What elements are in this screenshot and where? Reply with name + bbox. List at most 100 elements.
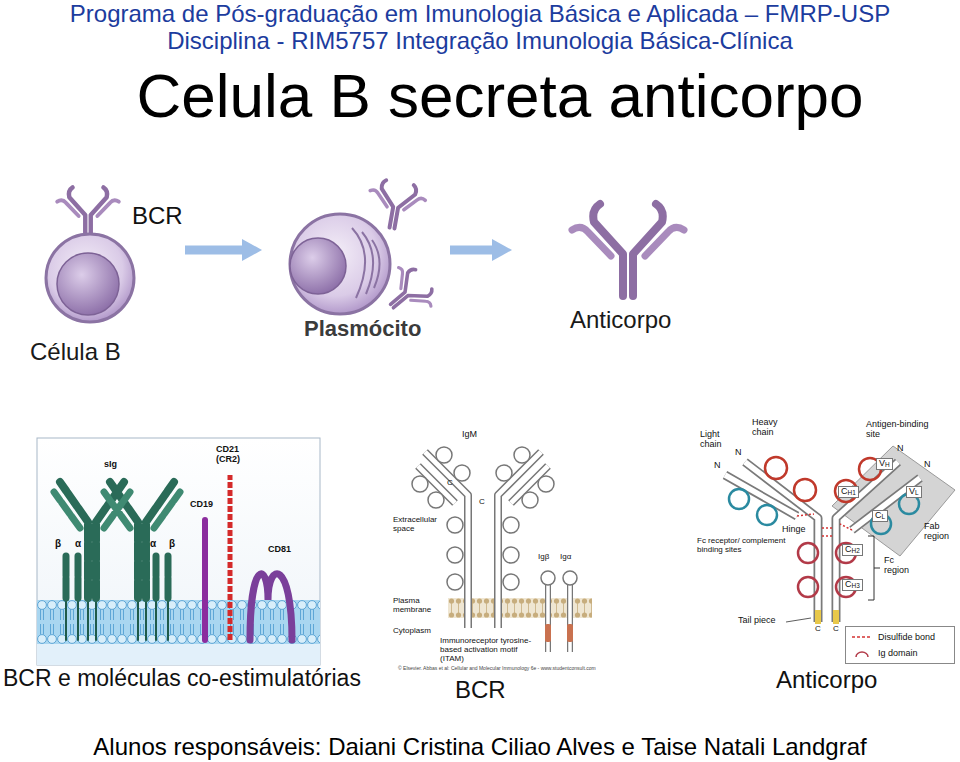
terminus-label: N [924, 460, 931, 470]
domain-sample [856, 652, 868, 657]
igm-bcr-drawing [428, 492, 444, 508]
site-label: Antigen-binding site [866, 420, 936, 440]
antibody-structure-drawing [765, 457, 787, 479]
disulfide-sample [852, 636, 872, 638]
igm-bcr-drawing [454, 465, 470, 481]
igm-bcr-drawing [548, 578, 570, 652]
antibody-structure-drawing [786, 618, 811, 622]
region-label: Fab region [924, 522, 956, 542]
terminus-label: C [833, 625, 839, 634]
b-cell-drawing [46, 234, 134, 322]
antibody-structure-drawing [757, 505, 777, 525]
chain-label: β [55, 538, 61, 549]
header-line: Programa de Pós-graduação em Imunologia … [0, 0, 960, 28]
cell-name: Anticorpo [570, 306, 671, 334]
part-label: Tail piece [738, 616, 776, 626]
igm-bcr-drawing [436, 447, 452, 463]
plasma-cell-drawing [352, 228, 365, 298]
molecule-label: CD19 [190, 500, 213, 510]
chain-label: Igα [560, 553, 571, 562]
footer-credit: Alunos responsáveis: Daiani Cristina Cil… [0, 733, 960, 761]
igm-bcr-drawing [503, 517, 519, 533]
antibody: Anticorpo [512, 190, 702, 340]
copyright-note: © Elsevier. Abbas et al: Cellular and Mo… [398, 666, 596, 672]
bcr-complex-panel [228, 475, 233, 640]
igm-bcr-drawing [447, 574, 463, 590]
igm-bcr-drawing [447, 517, 463, 533]
legend-sample [850, 631, 874, 643]
chain-label: Igβ [538, 553, 549, 562]
plasma-cell-drawing [290, 238, 346, 294]
terminus-label: C [479, 498, 485, 507]
bcr-complex-panel [37, 600, 320, 644]
b-cell-drawing [57, 187, 119, 238]
domain-label: CH3 [842, 579, 863, 591]
terminus-label: N [735, 448, 742, 458]
legend-entry: Disulfide bond [850, 629, 950, 645]
terminus-label: C [815, 625, 821, 634]
plasma-cell-drawing [362, 232, 373, 294]
antibody-structure-drawing [833, 610, 839, 624]
igm-bcr-drawing [418, 452, 548, 628]
bcr-complex-panel [250, 574, 292, 640]
igm-bcr-drawing [503, 574, 519, 590]
chain-label: Heavy chain [752, 418, 792, 438]
bcr-complex-panel [60, 482, 174, 598]
antibody-structure-drawing [798, 543, 818, 563]
igm-bcr-drawing [545, 624, 551, 642]
legend-text: Disulfide bond [878, 632, 935, 642]
domain-label: VL [906, 486, 922, 498]
cell-name: Célula B [30, 338, 121, 366]
region-label: Cytoplasm [393, 627, 431, 636]
bcr-complex-panel [37, 644, 320, 665]
chain-label: β [169, 538, 175, 549]
receptor-label: BCR [132, 202, 183, 230]
subscript: L [915, 489, 919, 496]
chain-label: α [75, 538, 81, 549]
igm-bcr-drawing [412, 476, 428, 492]
bcr-complex-panel [202, 520, 208, 640]
molecule-label: sIg [104, 460, 117, 470]
domain-label: VH [876, 458, 893, 470]
plasma-cell-drawing [290, 178, 440, 325]
molecule-label: IgM [462, 430, 477, 440]
terminus-label: C [447, 479, 453, 488]
igm-bcr-drawing [503, 547, 519, 563]
legend-sample [850, 647, 874, 659]
legend-entry: Ig domain [850, 645, 950, 661]
antibody-structure-drawing [868, 536, 880, 600]
bcr-complex-panel [66, 556, 168, 598]
plasma-cell-drawing [364, 178, 427, 233]
flow-arrow [185, 246, 248, 255]
domain-label: CH2 [842, 544, 863, 556]
panel-caption: BCR e moléculas co-estimulatórias [3, 665, 361, 691]
igm-bcr-drawing [522, 492, 538, 508]
molecule-label: CD21 (CR2) [216, 445, 250, 465]
antibody-structure-drawing [794, 479, 816, 501]
plasma-cell-drawing [372, 240, 380, 288]
subscript: H [885, 461, 890, 468]
antibody-structure-drawing [729, 489, 749, 509]
molecule-label: CD81 [268, 545, 291, 555]
subscript: H2 [852, 547, 860, 554]
slide-title: Celula B secreta anticorpo [40, 60, 960, 131]
site-label: Fc receptor/ complement binding sites [697, 537, 795, 555]
domain-label: CH1 [838, 486, 859, 498]
panel-caption: BCR [455, 676, 506, 704]
region-label: Extracellular space [393, 516, 447, 534]
igm-bcr-drawing [567, 624, 573, 642]
terminus-label: N [714, 461, 721, 471]
antibody-structure-drawing [798, 577, 818, 597]
domain-label: CL [872, 510, 888, 522]
igm-bcr-drawing [418, 452, 548, 628]
plasma-cell-drawing [290, 214, 390, 314]
igm-bcr-drawing [563, 571, 577, 585]
subscript: L [882, 513, 886, 520]
plasma-cell-drawing [376, 260, 440, 325]
chain-label: α [150, 538, 156, 549]
bcr-complex-panel [54, 492, 180, 528]
subscript: H1 [848, 489, 856, 496]
bcr-complex-panel [66, 600, 168, 640]
igm-bcr-drawing [412, 447, 592, 652]
